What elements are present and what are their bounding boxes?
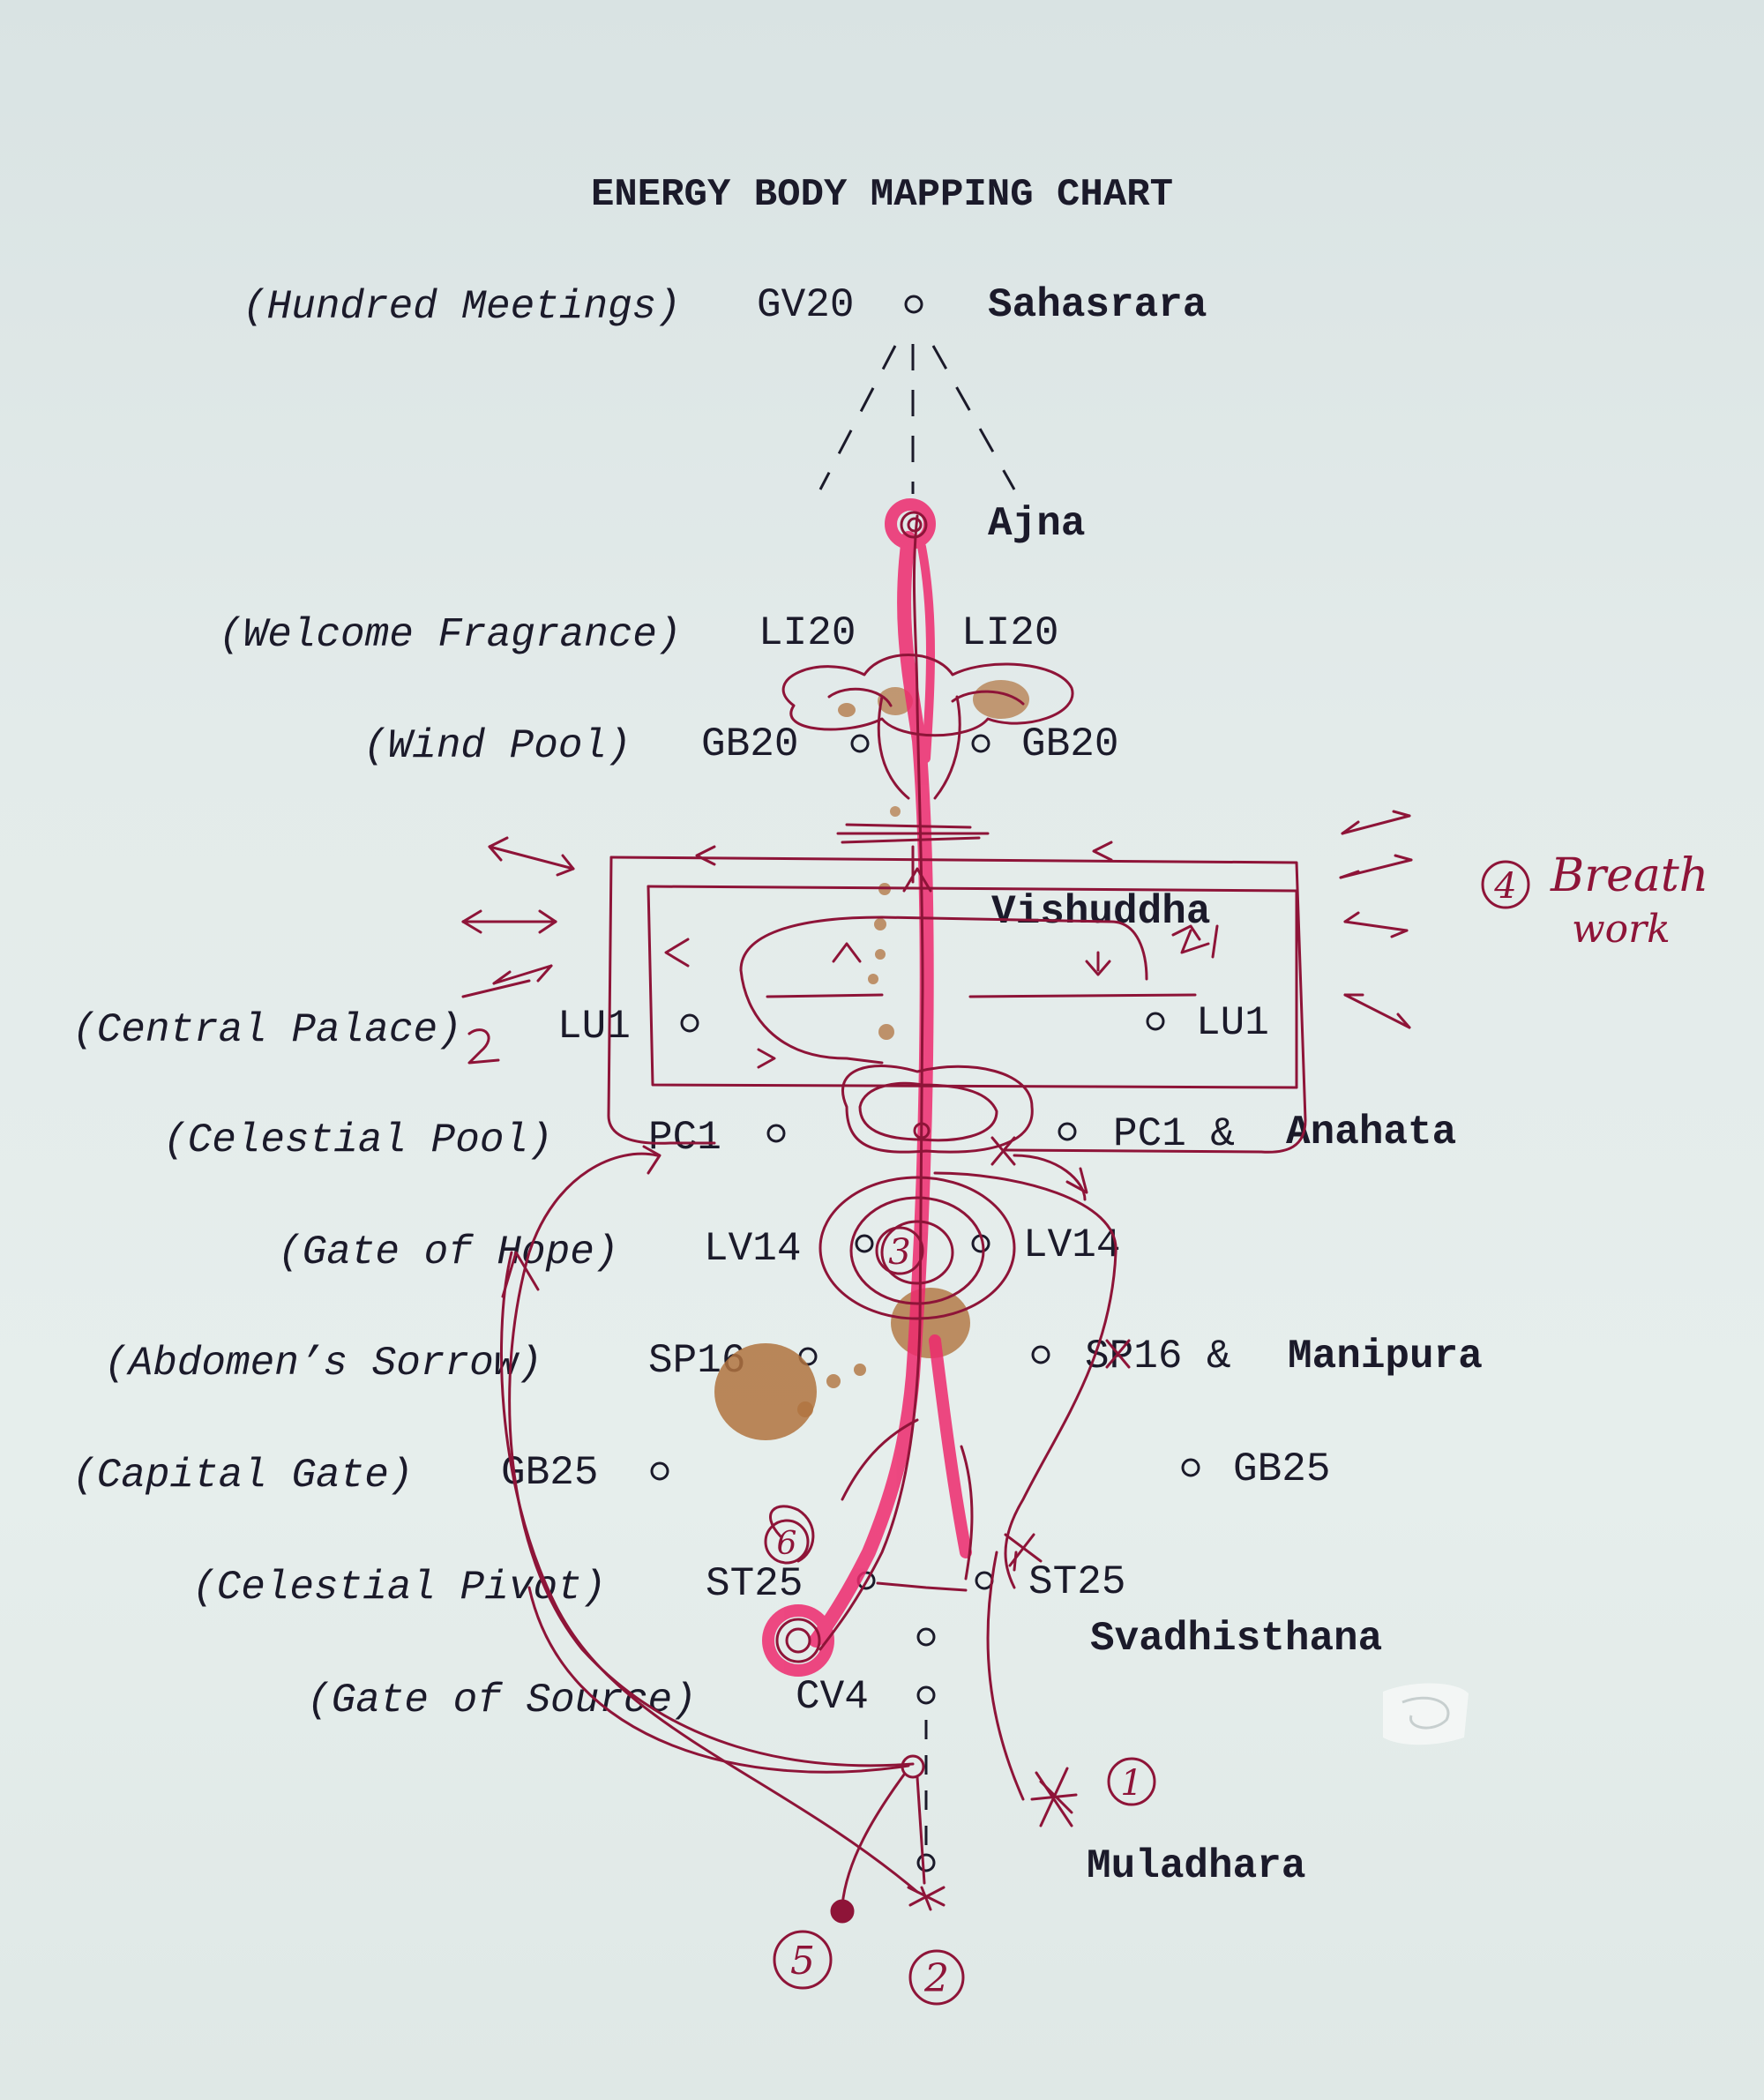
chakra-anahata: Anahata (1286, 1110, 1456, 1155)
point-code-lv14-left: LV14 (704, 1226, 801, 1272)
point-name-gv20: (Hundred Meetings) (243, 284, 681, 330)
chakra-sahasrara: Sahasrara (988, 282, 1207, 328)
highlighter-channel (762, 498, 972, 1677)
point-code-lu1-right: LU1 (1196, 1000, 1269, 1046)
point-marker-pc1-right (1058, 1122, 1077, 1141)
point-code-pc1-right: PC1 & (1113, 1111, 1235, 1157)
point-marker-gb25-left (650, 1461, 669, 1481)
annotation-number-1: 1 (1120, 1763, 1142, 1804)
row-cv4: (Gate of Source) CV4 (307, 1674, 936, 1723)
point-marker-gb25-right (1181, 1458, 1200, 1477)
point-marker-cv4 (916, 1685, 936, 1705)
point-marker-lv14-left (855, 1234, 874, 1253)
point-marker-gv20 (904, 295, 923, 314)
chakra-manipura: Manipura (1288, 1334, 1483, 1379)
annotation-breath: Breath (1550, 849, 1708, 902)
point-code-gb20-right: GB20 (1021, 721, 1118, 767)
annotation-number-2: 2 (923, 1956, 949, 2001)
annotation-marker-3: 3 (875, 1226, 924, 1275)
crown-dashed-lines (818, 344, 1016, 1852)
point-marker-lu1-right (1146, 1012, 1165, 1031)
point-marker-gb20-left (850, 734, 870, 753)
eraser-mark (1383, 1683, 1469, 1745)
annotation-marker-2: 2 (908, 1949, 965, 2006)
point-code-gv20: GV20 (757, 282, 854, 328)
annotation-marker-1: 1 (1107, 1757, 1156, 1806)
point-name-gb25: (Capital Gate) (72, 1453, 413, 1498)
point-marker-lu1-left (680, 1013, 699, 1033)
chakra-vishuddha: Vishuddha (991, 889, 1210, 935)
chakra-muladhara: Muladhara (1087, 1843, 1305, 1889)
point-name-cv4: (Gate of Source) (307, 1678, 697, 1723)
point-marker-muladhara (916, 1853, 936, 1872)
annotation-breathwork: 4 Breath work (1481, 849, 1708, 952)
annotation-circle-4 (1481, 860, 1530, 909)
annotation-number-3: 3 (888, 1232, 910, 1273)
point-marker-svadhisthana (916, 1627, 936, 1647)
point-name-lu1: (Central Palace) (72, 1007, 462, 1053)
point-code-st25-left: ST25 (706, 1561, 803, 1607)
point-code-sp16-right: SP16 & (1085, 1334, 1231, 1379)
pen-drawings (461, 511, 1413, 1924)
chakra-ajna: Ajna (988, 501, 1085, 547)
row-lv14: (Gate of Hope) LV14 LV14 (278, 1222, 1120, 1275)
annotation-number-6: 6 (777, 1526, 797, 1562)
row-st25: (Celestial Pivot) ST25 ST25 (192, 1559, 1125, 1610)
annotation-marker-6: 6 (764, 1519, 810, 1565)
row-lu1: (Central Palace) LU1 LU1 (72, 1000, 1269, 1053)
point-name-sp16: (Abdomen’s Sorrow) (104, 1341, 542, 1386)
point-marker-pc1-left (766, 1124, 786, 1143)
annotation-number-4: 4 (1493, 866, 1516, 907)
row-gb25: (Capital Gate) GB25 GB25 (72, 1446, 1330, 1498)
point-marker-sp16-right (1031, 1345, 1050, 1364)
point-name-li20: (Welcome Fragrance) (219, 612, 682, 658)
point-name-lv14: (Gate of Hope) (278, 1229, 618, 1275)
annotation-work: work (1572, 907, 1671, 952)
point-marker-gb20-right (971, 734, 990, 753)
point-code-gb20-left: GB20 (701, 721, 798, 767)
point-code-st25-right: ST25 (1028, 1559, 1125, 1605)
point-code-li20-right: LI20 (961, 610, 1058, 656)
point-name-pc1: (Celestial Pool) (163, 1117, 553, 1163)
row-pc1: (Celestial Pool) PC1 PC1 & Anahata (163, 1110, 1456, 1163)
chakra-svadhisthana: Svadhisthana (1090, 1616, 1382, 1662)
point-code-lu1-left: LU1 (557, 1004, 631, 1050)
chart-title: ENERGY BODY MAPPING CHART (591, 173, 1173, 217)
row-gv20: (Hundred Meetings) GV20 Sahasrara (243, 282, 1207, 330)
point-code-li20-left: LI20 (759, 610, 856, 656)
row-li20: (Welcome Fragrance) LI20 LI20 (219, 610, 1058, 658)
annotation-number-5: 5 (790, 1939, 815, 1984)
point-code-lv14-right: LV14 (1023, 1222, 1120, 1268)
point-code-pc1-left: PC1 (648, 1115, 721, 1161)
row-gb20: (Wind Pool) GB20 GB20 (363, 721, 1118, 769)
brown-marker-dots (714, 680, 1029, 1440)
point-name-gb20: (Wind Pool) (363, 723, 632, 769)
annotation-marker-5: 5 (773, 1930, 833, 1990)
point-code-gb25-right: GB25 (1233, 1446, 1330, 1492)
point-code-cv4: CV4 (796, 1674, 869, 1720)
